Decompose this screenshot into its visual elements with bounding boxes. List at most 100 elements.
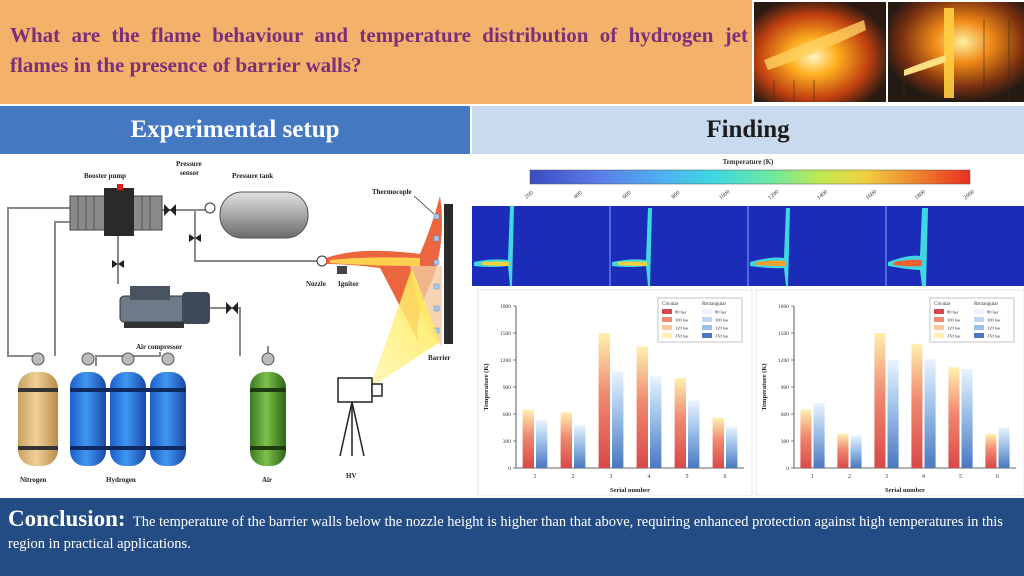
bar-circular bbox=[837, 433, 849, 468]
barrier-label: Barrier bbox=[428, 354, 451, 362]
conclusion-text: Conclusion: The temperature of the barri… bbox=[8, 506, 1018, 555]
nozzle-label: Nozzle bbox=[306, 280, 326, 288]
air-cylinder bbox=[250, 352, 286, 466]
setup-header: Experimental setup bbox=[0, 106, 470, 154]
air-compressor-label: Air compressor bbox=[136, 343, 182, 351]
air-label: Air bbox=[262, 476, 272, 484]
legend-swatch bbox=[974, 317, 984, 322]
bar-rectangular bbox=[887, 360, 899, 468]
x-tick-label: 4 bbox=[922, 474, 925, 480]
x-tick-label: 6 bbox=[996, 474, 999, 480]
ignitor bbox=[337, 266, 347, 274]
flame-photos bbox=[754, 2, 1024, 102]
legend-group-label: Circular bbox=[934, 302, 951, 307]
air-compressor bbox=[119, 286, 210, 328]
finding-header: Finding bbox=[472, 106, 1024, 154]
barrier-wall bbox=[444, 204, 453, 344]
bar-circular bbox=[874, 333, 886, 468]
legend-entry: 80 bar bbox=[715, 310, 727, 315]
colorbar-title: Temperature (K) bbox=[723, 158, 774, 166]
legend-swatch bbox=[974, 309, 984, 314]
legend-group-label: Rectangular bbox=[974, 302, 998, 307]
x-tick-label: 3 bbox=[610, 474, 613, 480]
legend-swatch bbox=[974, 325, 984, 330]
conclusion-label: Conclusion: bbox=[8, 506, 126, 531]
bar-circular bbox=[674, 378, 686, 468]
pressure-sensor bbox=[204, 202, 216, 214]
legend-entry: 150 bar bbox=[947, 334, 961, 339]
legend-entry: 120 bar bbox=[715, 326, 729, 331]
bar-circular bbox=[712, 417, 724, 468]
x-tick-label: 2 bbox=[848, 474, 851, 480]
hydrogen-label: Hydrogen bbox=[106, 476, 136, 484]
bar-rectangular bbox=[813, 403, 825, 468]
colorbar-tick-label: 1400 bbox=[816, 189, 829, 201]
legend-swatch bbox=[662, 325, 672, 330]
flame-photo-1 bbox=[754, 2, 886, 102]
y-axis-label: Temperature (K) bbox=[761, 363, 768, 410]
bar-circular bbox=[560, 412, 572, 468]
pressure-tank bbox=[219, 191, 309, 239]
nitrogen-label: Nitrogen bbox=[20, 476, 46, 484]
legend-entry: 100 bar bbox=[715, 318, 729, 323]
legend-swatch bbox=[662, 309, 672, 314]
y-tick-label: 900 bbox=[781, 385, 790, 391]
x-tick-label: 1 bbox=[534, 474, 537, 480]
bar-rectangular bbox=[924, 359, 936, 468]
colorbar-tick-label: 1000 bbox=[718, 189, 731, 201]
y-tick-label: 1500 bbox=[500, 331, 511, 337]
y-tick-label: 1800 bbox=[500, 304, 511, 310]
legend-swatch bbox=[702, 333, 712, 338]
bar-rectangular bbox=[612, 371, 624, 468]
camera-beam bbox=[370, 268, 440, 388]
colorbar-tick-label: 200 bbox=[524, 190, 535, 200]
colorbar-tick-label: 1600 bbox=[865, 189, 878, 201]
legend-swatch bbox=[934, 325, 944, 330]
legend-entry: 100 bar bbox=[947, 318, 961, 323]
y-tick-label: 1800 bbox=[778, 304, 789, 310]
pressure-tank-label: Pressure tank bbox=[232, 172, 273, 180]
valve-icon bbox=[112, 204, 238, 314]
y-tick-label: 0 bbox=[508, 466, 511, 472]
hv-camera bbox=[337, 377, 383, 457]
x-tick-label: 6 bbox=[724, 474, 727, 480]
booster-pump-label: Booster pump bbox=[84, 172, 126, 180]
bar-rectangular bbox=[574, 424, 586, 468]
legend-swatch bbox=[662, 333, 672, 338]
bar-rectangular bbox=[850, 435, 862, 468]
ignitor-label: Ignitor bbox=[338, 280, 359, 288]
temperature-contours bbox=[472, 206, 1024, 286]
booster-pump bbox=[69, 184, 163, 236]
bar-circular bbox=[948, 367, 960, 468]
legend-swatch bbox=[702, 325, 712, 330]
nozzle bbox=[316, 255, 328, 267]
x-tick-label: 5 bbox=[686, 474, 689, 480]
legend-swatch bbox=[934, 309, 944, 314]
question-text: What are the flame behaviour and tempera… bbox=[10, 23, 748, 77]
y-axis-label: Temperature (K) bbox=[483, 363, 490, 410]
legend-swatch bbox=[702, 317, 712, 322]
legend-entry: 150 bar bbox=[675, 334, 689, 339]
finding-header-title: Finding bbox=[706, 116, 790, 143]
y-tick-label: 600 bbox=[503, 412, 512, 418]
x-axis-label: Serial number bbox=[610, 487, 650, 494]
bar-circular bbox=[598, 333, 610, 468]
bar-rectangular bbox=[726, 426, 738, 468]
legend-group-label: Rectangular bbox=[702, 302, 726, 307]
x-tick-label: 3 bbox=[885, 474, 888, 480]
legend-swatch bbox=[934, 317, 944, 322]
legend-entry: 150 bar bbox=[987, 334, 1001, 339]
bar-circular bbox=[522, 409, 534, 468]
x-tick-label: 1 bbox=[811, 474, 814, 480]
setup-header-title: Experimental setup bbox=[130, 116, 340, 143]
legend-entry: 80 bar bbox=[987, 310, 999, 315]
colorbar-tick-label: 1800 bbox=[914, 189, 927, 201]
legend-entry: 120 bar bbox=[675, 326, 689, 331]
legend-entry: 120 bar bbox=[947, 326, 961, 331]
legend-group-label: Circular bbox=[662, 302, 679, 307]
x-tick-label: 2 bbox=[572, 474, 575, 480]
colorbar bbox=[529, 169, 971, 185]
question-banner: What are the flame behaviour and tempera… bbox=[0, 0, 752, 104]
x-tick-label: 5 bbox=[959, 474, 962, 480]
y-tick-label: 0 bbox=[786, 466, 789, 472]
